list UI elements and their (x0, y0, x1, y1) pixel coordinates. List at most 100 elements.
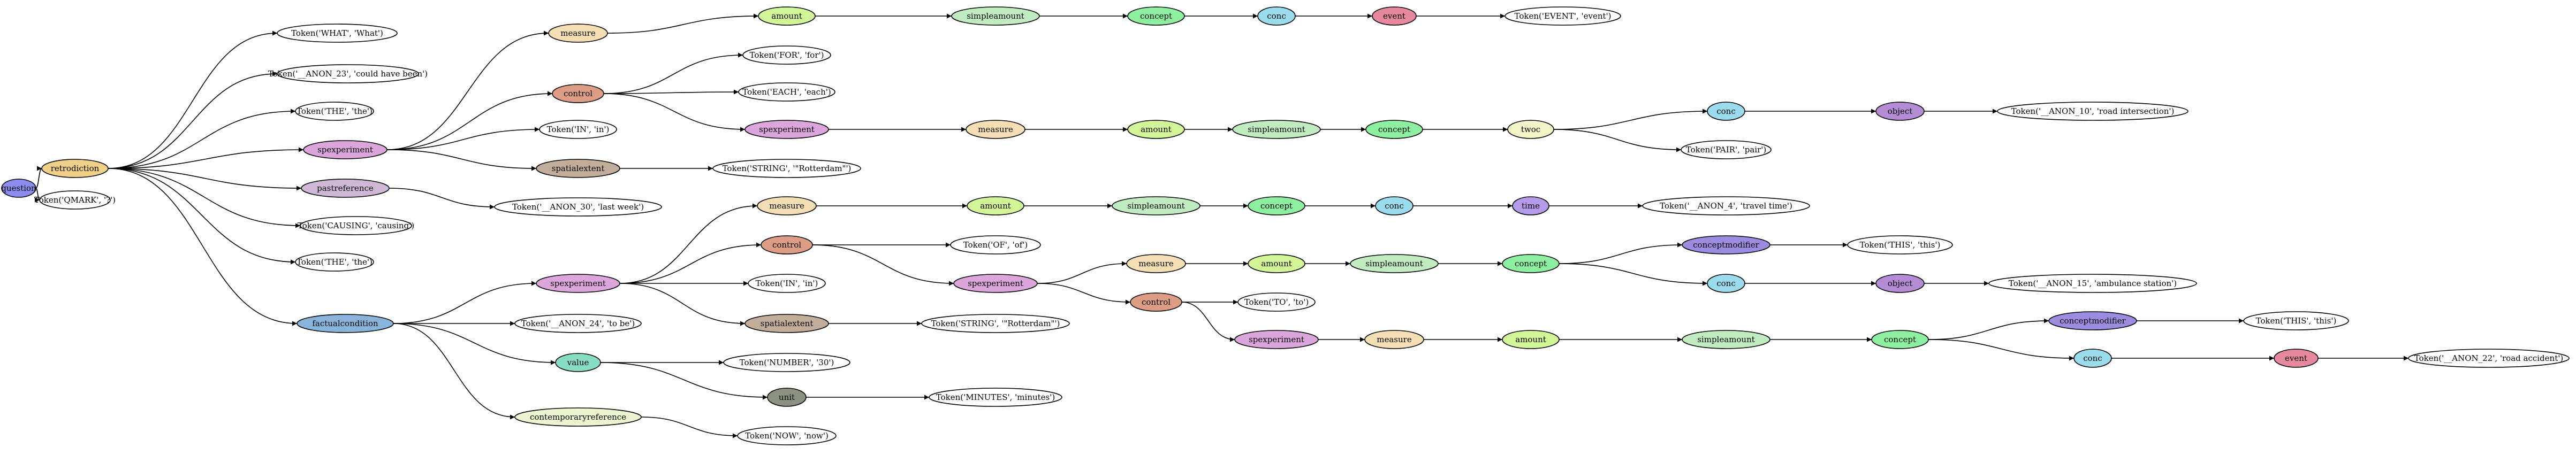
node-n17-shape (1127, 6, 1185, 26)
node-n15-shape (758, 6, 816, 26)
node-n75: Token('MINUTES', 'minutes') (929, 388, 1062, 407)
node-n54-label: concept (1515, 259, 1547, 268)
node-n22-shape (738, 82, 835, 102)
node-n48-label: Token('__ANON_4', 'travel time') (1660, 201, 1792, 211)
node-n28-label: twoc (1521, 125, 1540, 134)
node-n18-label: conc (1267, 11, 1286, 21)
node-n33: Token('STRING', '"Rotterdam"') (712, 159, 861, 178)
edge-n40-n50 (812, 244, 954, 286)
node-n39-shape (757, 196, 817, 215)
node-n44: simpleamount (1112, 196, 1200, 215)
node-n12: control (552, 84, 604, 103)
node-n18-shape (1257, 6, 1296, 26)
node-n38: contemporaryreference (514, 407, 642, 427)
node-n0: question (1, 179, 36, 198)
node-n48: Token('__ANON_4', 'travel time') (1642, 196, 1810, 215)
node-n41-label: Token('IN', 'in') (756, 279, 818, 288)
node-n75-label: Token('MINUTES', 'minutes') (936, 392, 1055, 402)
node-n42-label: spatialextent (761, 319, 814, 328)
node-n76-shape (737, 426, 837, 445)
node-n4-label: Token('__ANON_23', 'could have been') (268, 69, 428, 79)
node-n55: conceptmodifier (1682, 235, 1770, 255)
node-n28-shape (1507, 120, 1554, 139)
node-n32-label: Token('PAIR', 'pair') (1686, 145, 1767, 155)
node-n66-label: concept (1884, 335, 1916, 344)
edge-n66-n67 (1928, 318, 2049, 340)
node-n8-label: Token('CAUSING', 'causing') (298, 221, 414, 230)
node-n3: Token('WHAT', 'What') (277, 24, 398, 43)
node-n42: spatialextent (744, 314, 829, 333)
edge-n12-n23 (603, 93, 746, 132)
node-n3-shape (277, 24, 398, 43)
node-n13: Token('IN', 'in') (539, 120, 617, 139)
node-n1-shape (41, 159, 109, 178)
node-n38-label: contemporaryreference (530, 412, 626, 422)
node-n17-label: concept (1140, 11, 1172, 21)
node-n73: Token('NUMBER', '30') (723, 353, 850, 372)
node-n59-label: Token('__ANON_15', 'ambulance station') (2009, 279, 2177, 288)
node-n11: measure (548, 24, 608, 43)
edge-n35-n42 (619, 283, 746, 326)
node-n54-shape (1502, 254, 1560, 273)
node-n57-shape (1707, 274, 1745, 293)
node-n61-label: Token('TO', 'to') (1244, 297, 1309, 307)
node-n36-shape (514, 314, 642, 333)
node-n52-label: amount (1261, 259, 1292, 268)
node-n35-shape (536, 274, 620, 293)
edge-n10-n37 (393, 323, 556, 365)
node-n27: concept (1365, 120, 1423, 139)
node-n34-shape (494, 197, 662, 217)
node-n63-label: measure (1377, 335, 1412, 344)
node-n16: simpleamount (951, 6, 1040, 26)
node-n51: measure (1126, 254, 1186, 273)
edge-n50-n60 (1037, 283, 1131, 305)
node-n73-shape (723, 353, 850, 372)
node-n59-shape (1988, 274, 2197, 293)
node-n40: control (761, 235, 813, 255)
node-n59: Token('__ANON_15', 'ambulance station') (1988, 274, 2197, 293)
node-n62-shape (1234, 330, 1319, 349)
node-n67-label: conceptmodifier (2060, 316, 2126, 326)
node-n48-shape (1642, 196, 1810, 215)
node-n33-shape (712, 159, 861, 178)
node-n5: Token('THE', 'the') (295, 102, 374, 121)
node-n2-label: Token('QMARK', '?') (34, 195, 116, 205)
node-n42-shape (744, 314, 829, 333)
node-n12-shape (552, 84, 604, 103)
node-n0-shape (1, 179, 36, 198)
node-n37-shape (555, 353, 601, 372)
edge-n1-n9 (108, 168, 296, 265)
node-n54: concept (1502, 254, 1560, 273)
node-n30-label: object (1888, 106, 1913, 116)
node-n69-shape (2073, 349, 2112, 368)
node-n70: event (2274, 349, 2319, 368)
edge-n12-n21 (603, 52, 743, 94)
node-n53-shape (1350, 254, 1439, 273)
node-n63: measure (1364, 330, 1424, 349)
node-n7: pastreference (301, 179, 390, 198)
node-n32: Token('PAIR', 'pair') (1681, 140, 1772, 159)
node-n37-label: value (567, 358, 589, 367)
node-n7-shape (301, 179, 390, 198)
node-n38-shape (514, 407, 642, 427)
node-n65-label: simpleamount (1697, 335, 1755, 344)
node-n9-label: Token('THE', 'the') (297, 257, 373, 267)
node-n29-label: conc (1716, 106, 1736, 116)
node-n47-label: time (1522, 201, 1540, 211)
node-n19: event (1372, 6, 1417, 26)
edge-n10-n35 (393, 281, 537, 324)
edge-n6-n11 (386, 30, 549, 150)
node-n24-shape (966, 120, 1025, 139)
node-n16-label: simpleamount (967, 11, 1024, 21)
node-n27-label: concept (1378, 125, 1410, 134)
edge-n35-n39 (619, 203, 758, 284)
node-n1: retrodiction (41, 159, 109, 178)
node-n20: Token('EVENT', 'event') (1504, 6, 1621, 26)
node-n30: object (1875, 102, 1925, 121)
node-n27-shape (1365, 120, 1423, 139)
node-n61-shape (1237, 292, 1316, 312)
node-n36-label: Token('__ANON_24', 'to be') (521, 319, 635, 328)
node-n13-label: Token('IN', 'in') (547, 125, 610, 134)
node-n74-label: unit (779, 392, 795, 402)
node-n58-shape (1875, 274, 1925, 293)
